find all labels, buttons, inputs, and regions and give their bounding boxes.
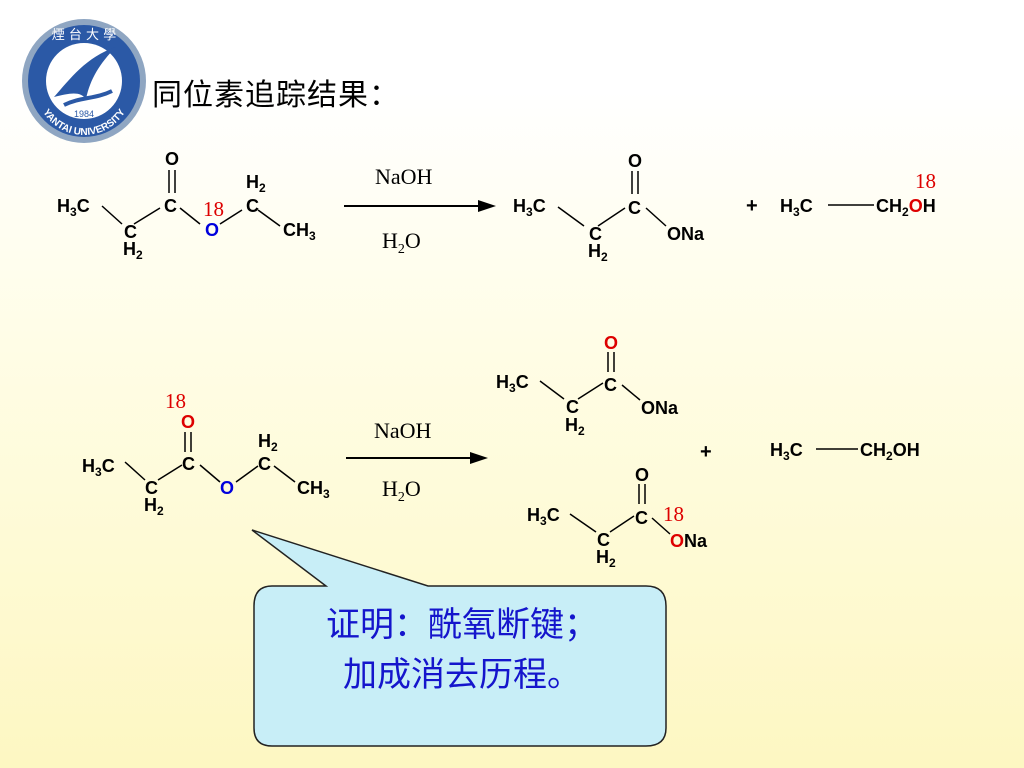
- svg-text:H3C: H3C: [780, 196, 813, 219]
- yantai-university-logo: 1984 YANTAI UNIVERSITY 煙 台 大 學: [22, 19, 146, 143]
- svg-text:C: C: [628, 198, 641, 218]
- svg-text:O: O: [635, 465, 649, 485]
- svg-text:H3C: H3C: [770, 440, 803, 463]
- reaction1-reactant: [101, 170, 281, 227]
- svg-text:O: O: [604, 333, 618, 353]
- reaction2-product-isotope-label: 18: [663, 502, 684, 526]
- svg-text:H2: H2: [258, 431, 278, 454]
- svg-text:C: C: [635, 508, 648, 528]
- reaction1-plus: +: [746, 195, 758, 217]
- svg-text:1984: 1984: [74, 109, 94, 119]
- svg-text:C: C: [182, 454, 195, 474]
- svg-text:H3C: H3C: [57, 196, 90, 219]
- svg-text:ONa: ONa: [641, 398, 679, 418]
- svg-text:CH3: CH3: [283, 220, 316, 243]
- svg-text:O: O: [165, 149, 179, 169]
- callout-bubble: [251, 529, 667, 747]
- callout-line-2: 加成消去历程。: [343, 655, 581, 695]
- svg-text:H2: H2: [246, 172, 266, 195]
- reaction1-reagent-h2o: H2O: [382, 228, 421, 257]
- svg-text:C: C: [589, 224, 602, 244]
- svg-text:O: O: [628, 151, 642, 171]
- reaction2-isotope-label: 18: [165, 389, 186, 413]
- svg-text:ONa: ONa: [667, 224, 705, 244]
- reaction2-reagent-h2o: H2O: [382, 476, 421, 505]
- reaction2-reagent-naoh: NaOH: [374, 418, 432, 443]
- svg-text:O: O: [181, 412, 195, 432]
- svg-text:C: C: [258, 454, 271, 474]
- svg-text:C: C: [145, 478, 158, 498]
- svg-text:H3C: H3C: [496, 372, 529, 395]
- callout-text: 证明：酰氧断键； 加成消去历程。: [262, 600, 662, 700]
- svg-text:H2: H2: [596, 547, 616, 570]
- reaction1-reagent-naoh: NaOH: [375, 164, 433, 189]
- svg-text:C: C: [566, 397, 579, 417]
- svg-text:H3C: H3C: [82, 456, 115, 479]
- svg-text:H2: H2: [144, 495, 164, 518]
- svg-text:C: C: [246, 196, 259, 216]
- svg-text:C: C: [604, 375, 617, 395]
- svg-text:ONa: ONa: [670, 531, 708, 551]
- reaction2-plus: +: [700, 441, 712, 463]
- page-title: 同位素追踪结果：: [152, 78, 400, 113]
- svg-text:O: O: [220, 478, 234, 498]
- svg-text:CH2OH: CH2OH: [860, 440, 920, 463]
- svg-text:H2: H2: [123, 239, 143, 262]
- reaction1-isotope-label: 18: [203, 197, 224, 221]
- svg-text:H2: H2: [565, 415, 585, 438]
- reaction1-ethanol-isotope-label: 18: [915, 169, 936, 193]
- svg-text:CH2OH: CH2OH: [876, 196, 936, 219]
- svg-text:H2: H2: [588, 241, 608, 264]
- svg-text:C: C: [164, 196, 177, 216]
- svg-text:煙 台 大 學: 煙 台 大 學: [52, 28, 116, 43]
- svg-text:H3C: H3C: [513, 196, 546, 219]
- svg-text:O: O: [205, 220, 219, 240]
- svg-text:CH3: CH3: [297, 478, 330, 501]
- svg-text:C: C: [597, 530, 610, 550]
- svg-text:C: C: [124, 222, 137, 242]
- svg-text:H3C: H3C: [527, 505, 560, 528]
- callout-line-1: 证明：酰氧断键；: [326, 605, 598, 645]
